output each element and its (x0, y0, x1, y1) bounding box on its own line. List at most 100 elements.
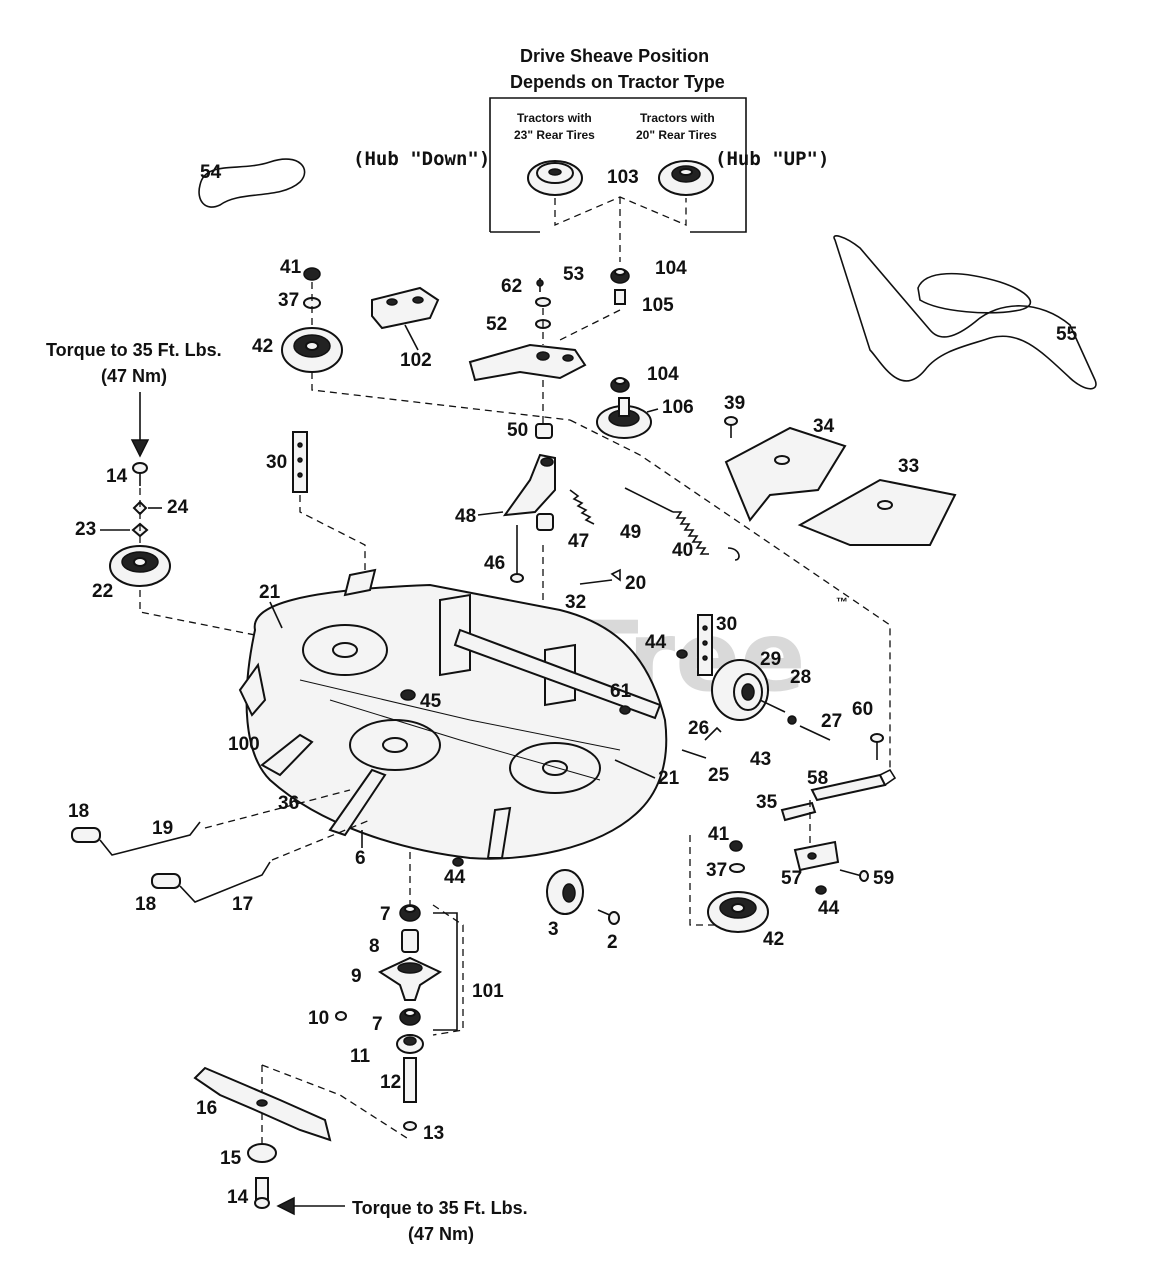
washer-37b-icon (729, 863, 745, 873)
part-label-46: 46 (484, 553, 505, 574)
sheave-title-line2: Depends on Tractor Type (510, 72, 725, 92)
washer-13-icon (403, 1121, 417, 1131)
part-label-18b: 18 (135, 894, 156, 915)
bolt-14-icon (132, 462, 148, 486)
bolt-27-icon (787, 715, 831, 741)
part-label-14b: 14 (227, 1187, 249, 1208)
part-label-52: 52 (486, 314, 507, 335)
col2-line1: Tractors with (640, 111, 715, 125)
spindle-housing-9-icon (377, 956, 443, 1001)
belt-55-icon (833, 235, 1097, 390)
bracket-57-icon (793, 840, 840, 872)
torque-note-bottom-line1: Torque to 35 Ft. Lbs. (352, 1198, 528, 1218)
part-label-8: 8 (369, 936, 380, 957)
part-label-50: 50 (507, 420, 528, 441)
bracket-30b-icon (697, 614, 713, 676)
deflector-100-icon (238, 662, 267, 717)
blade-adapter-11-icon (396, 1034, 424, 1054)
part-label-106: 106 (662, 397, 694, 418)
part-label-60: 60 (852, 699, 873, 720)
bushing-50-icon (535, 423, 553, 439)
part-label-11: 11 (350, 1046, 371, 1067)
hex-nut-61-icon (619, 705, 631, 715)
part-label-6: 6 (355, 848, 366, 869)
part-label-7b: 7 (372, 1014, 383, 1035)
bolt-2-icon (597, 909, 620, 925)
hub-down-label: (Hub "Down") (353, 148, 490, 170)
col1-line2: 23" Rear Tires (514, 128, 595, 142)
part-label-36: 36 (278, 793, 299, 814)
torque-note-top-line1: Torque to 35 Ft. Lbs. (46, 340, 222, 360)
part-label-27: 27 (821, 711, 842, 732)
shield-34-icon (724, 426, 847, 522)
part-label-37a: 37 (278, 290, 299, 311)
part-label-101: 101 (472, 981, 504, 1002)
bracket-right-icon (486, 806, 512, 859)
part-label-53: 53 (563, 264, 584, 285)
spindle-pulley-22-icon (109, 545, 171, 587)
part-label-37b: 37 (706, 860, 727, 881)
idler-pulley-42-icon (281, 327, 343, 373)
arrow-down-icon (130, 392, 150, 458)
part-label-44b: 44 (818, 898, 840, 919)
part-label-44a: 44 (645, 632, 667, 653)
part-label-32: 32 (565, 592, 586, 613)
spacer-8-icon (401, 929, 419, 953)
grease-fitting-10-icon (335, 1011, 347, 1021)
part-label-29: 29 (760, 649, 781, 670)
part-label-57: 57 (781, 868, 802, 889)
part-label-13: 13 (423, 1123, 444, 1144)
part-label-33: 33 (898, 456, 919, 477)
bolt-46-icon (510, 525, 524, 583)
part-label-48: 48 (455, 506, 476, 527)
sheave-title-line1: Drive Sheave Position (520, 46, 709, 66)
washer-15-icon (247, 1143, 277, 1163)
blade-bolt-14-icon (254, 1177, 270, 1209)
part-label-20: 20 (625, 573, 646, 594)
bearing-7a-icon (399, 904, 421, 922)
rod-19-icon (99, 821, 201, 856)
part-label-100: 100 (228, 734, 260, 755)
part-label-104b: 104 (647, 364, 679, 385)
part-label-17: 17 (232, 894, 253, 915)
drive-sheave-hub-up (658, 160, 714, 196)
bracket-102-icon (371, 286, 440, 330)
torque-note-top-line2: (47 Nm) (101, 366, 167, 386)
part-label-39: 39 (724, 393, 745, 414)
part-label-21a: 21 (259, 582, 281, 603)
part-label-42a: 42 (252, 336, 273, 357)
bolt-60-icon (870, 733, 884, 760)
part-label-25: 25 (708, 765, 730, 786)
part-label-3: 3 (548, 919, 559, 940)
gauge-wheel-29-icon (711, 659, 769, 721)
part-label-55: 55 (1056, 324, 1078, 345)
link-58-icon (810, 768, 897, 802)
pin-18a-icon (71, 827, 101, 843)
part-label-42b: 42 (763, 929, 784, 950)
sheave-box-frame (489, 97, 747, 233)
part-label-43: 43 (750, 749, 771, 770)
idler-pulley-106-icon (596, 397, 652, 439)
part-label-9: 9 (351, 966, 362, 987)
idler-arm-icon (468, 343, 587, 382)
belt-54-icon (198, 158, 306, 208)
part-label-10: 10 (308, 1008, 329, 1029)
axle-28-icon (759, 699, 786, 713)
part-label-105: 105 (642, 295, 674, 316)
part-label-2: 2 (607, 932, 618, 953)
front-bracket-36-icon (260, 733, 314, 777)
part-label-15: 15 (220, 1148, 242, 1169)
shield-33-icon (797, 478, 957, 546)
washer-53-icon (535, 297, 551, 307)
hub-up-label: (Hub "UP") (715, 148, 829, 170)
arrow-left-icon (276, 1196, 345, 1216)
col2-line2: 20" Rear Tires (636, 128, 717, 142)
part-label-104a: 104 (655, 258, 687, 279)
hex-nut-41-icon (303, 267, 321, 281)
part-label-62: 62 (501, 276, 522, 297)
rod-17-icon (179, 861, 271, 903)
bearing-7b-icon (399, 1008, 421, 1026)
part-label-30b: 30 (716, 614, 737, 635)
front-bracket-6-icon (328, 768, 387, 837)
watermark-tm: ™ (836, 595, 848, 609)
